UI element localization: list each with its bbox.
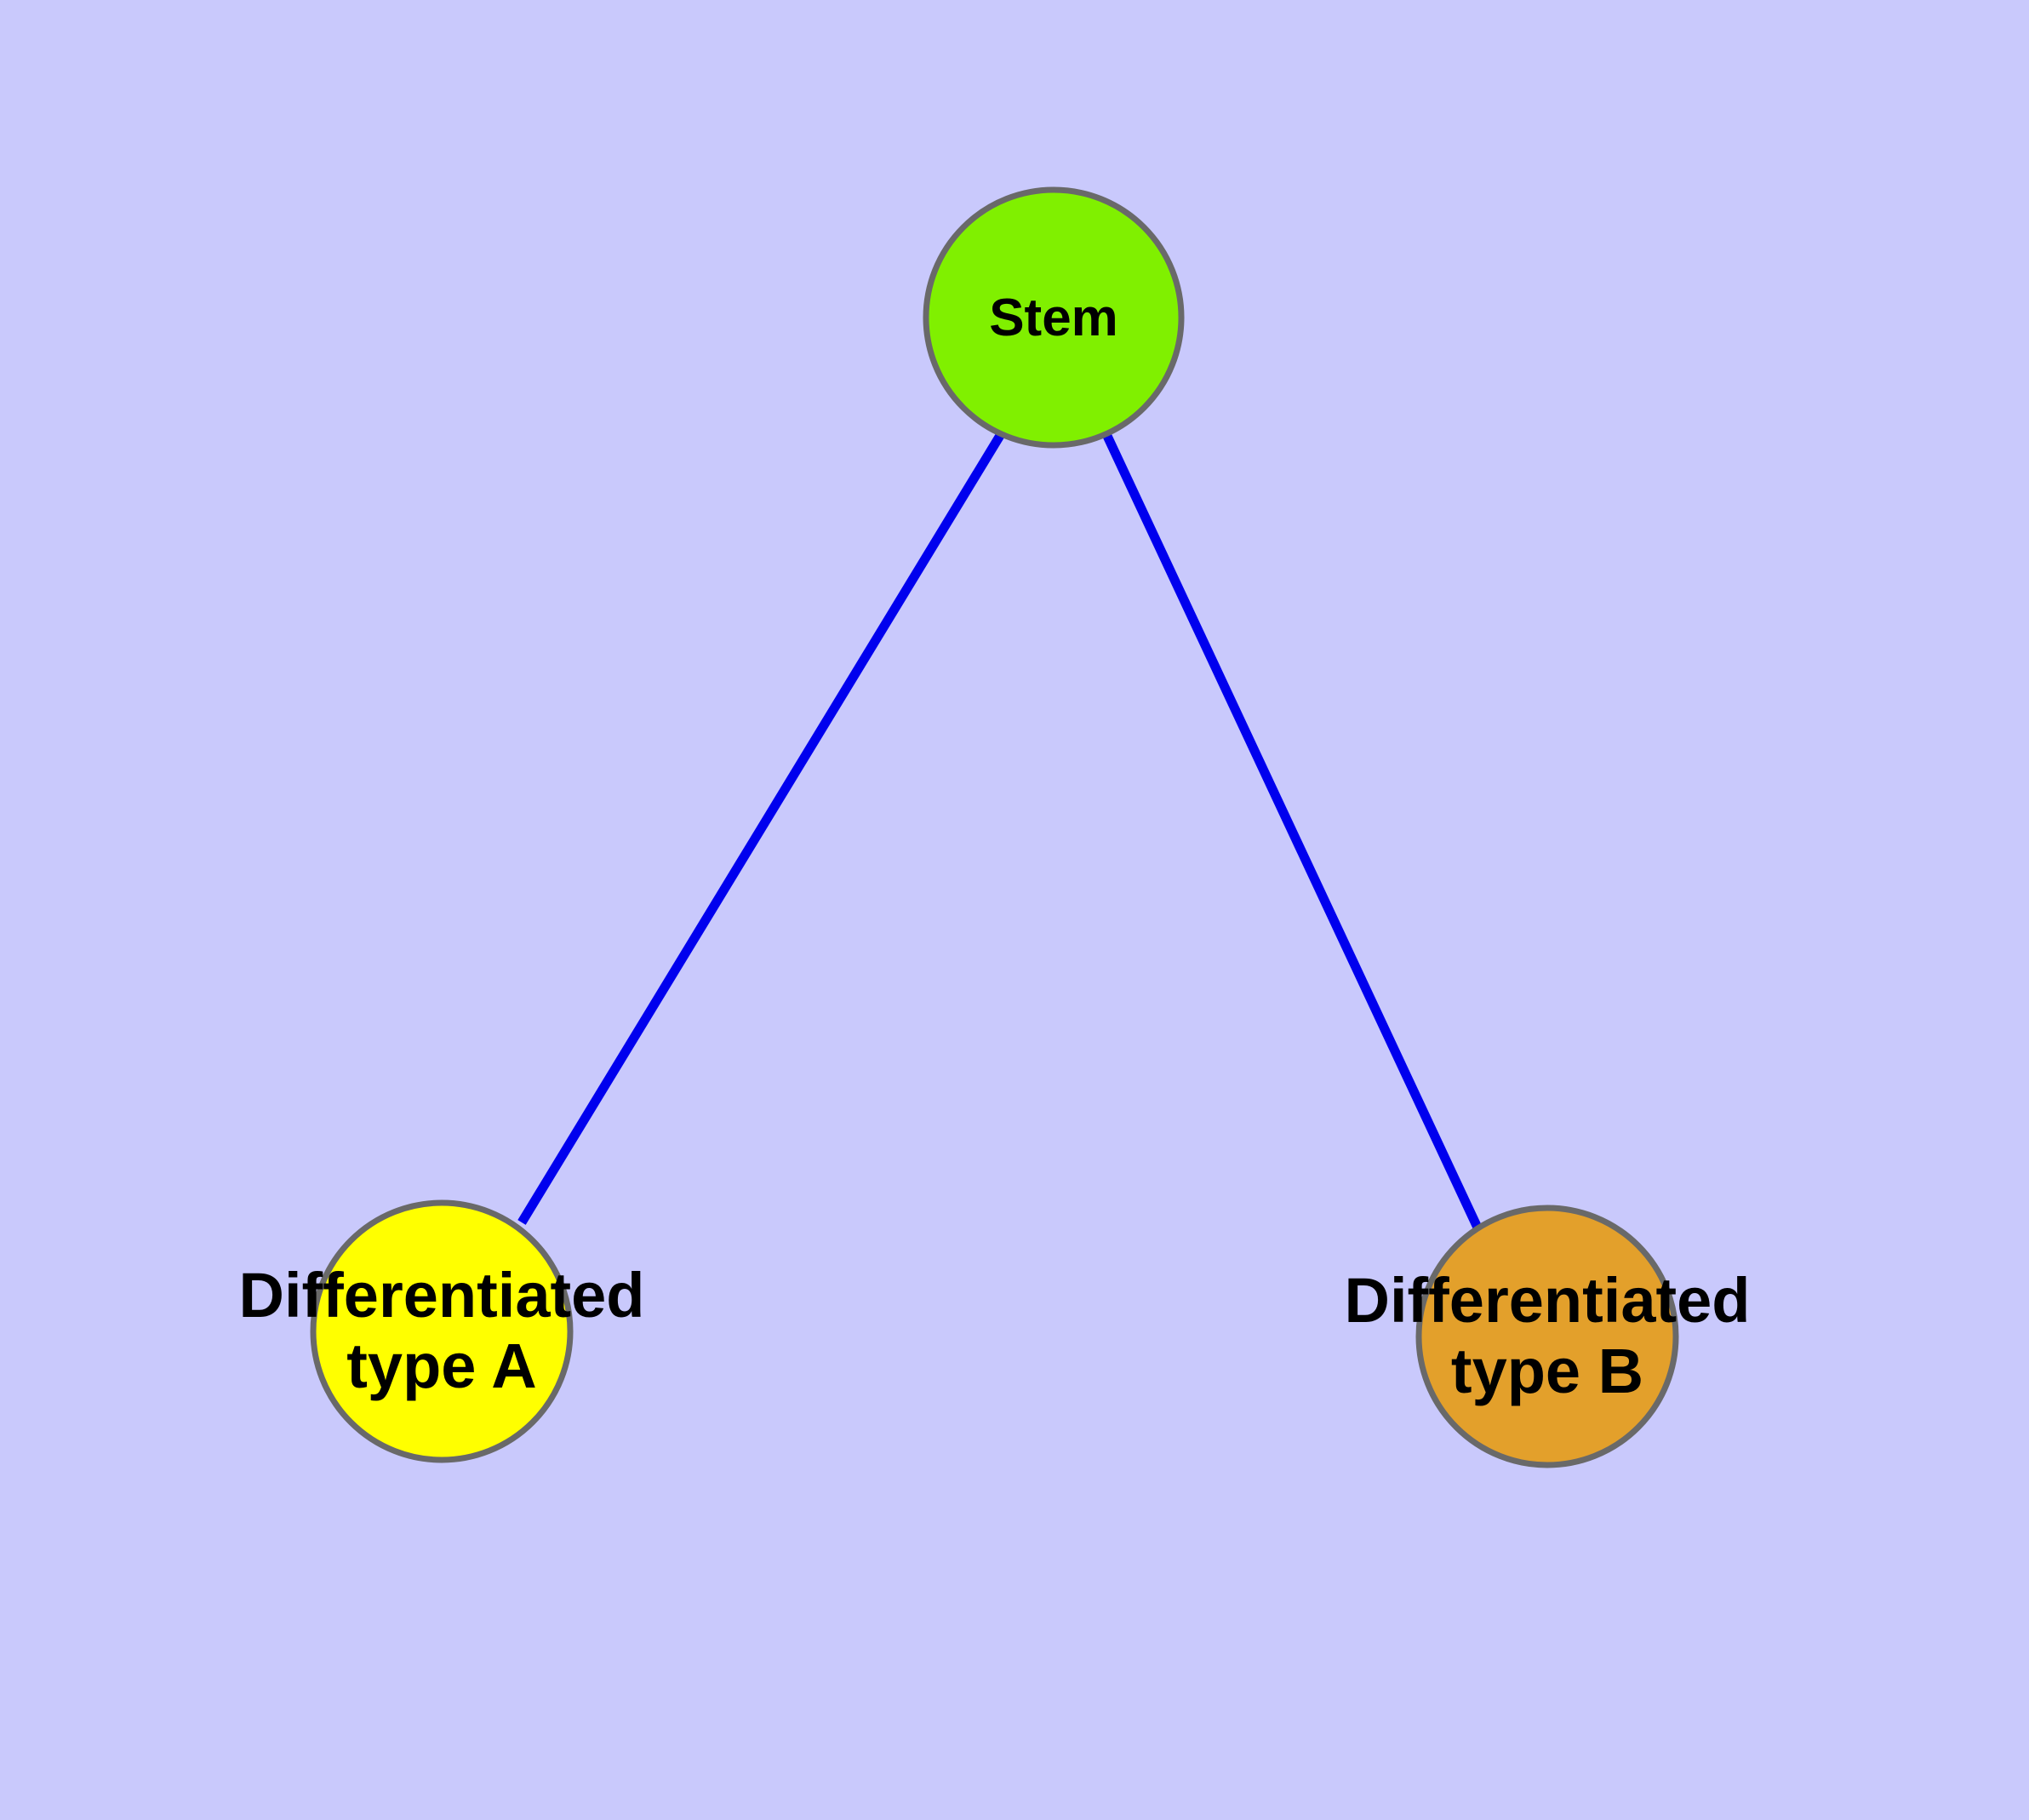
nodes-layer [310, 186, 1679, 1468]
graph-node-stem[interactable] [923, 186, 1185, 449]
edges-layer [517, 432, 1482, 1230]
graph-node-diff_b[interactable] [1415, 1205, 1679, 1468]
graph-edge-stem-to-diff-a [517, 432, 1005, 1225]
graph-node-diff_a[interactable] [310, 1199, 574, 1463]
graph-edge-stem-to-diff-b [1102, 432, 1482, 1230]
